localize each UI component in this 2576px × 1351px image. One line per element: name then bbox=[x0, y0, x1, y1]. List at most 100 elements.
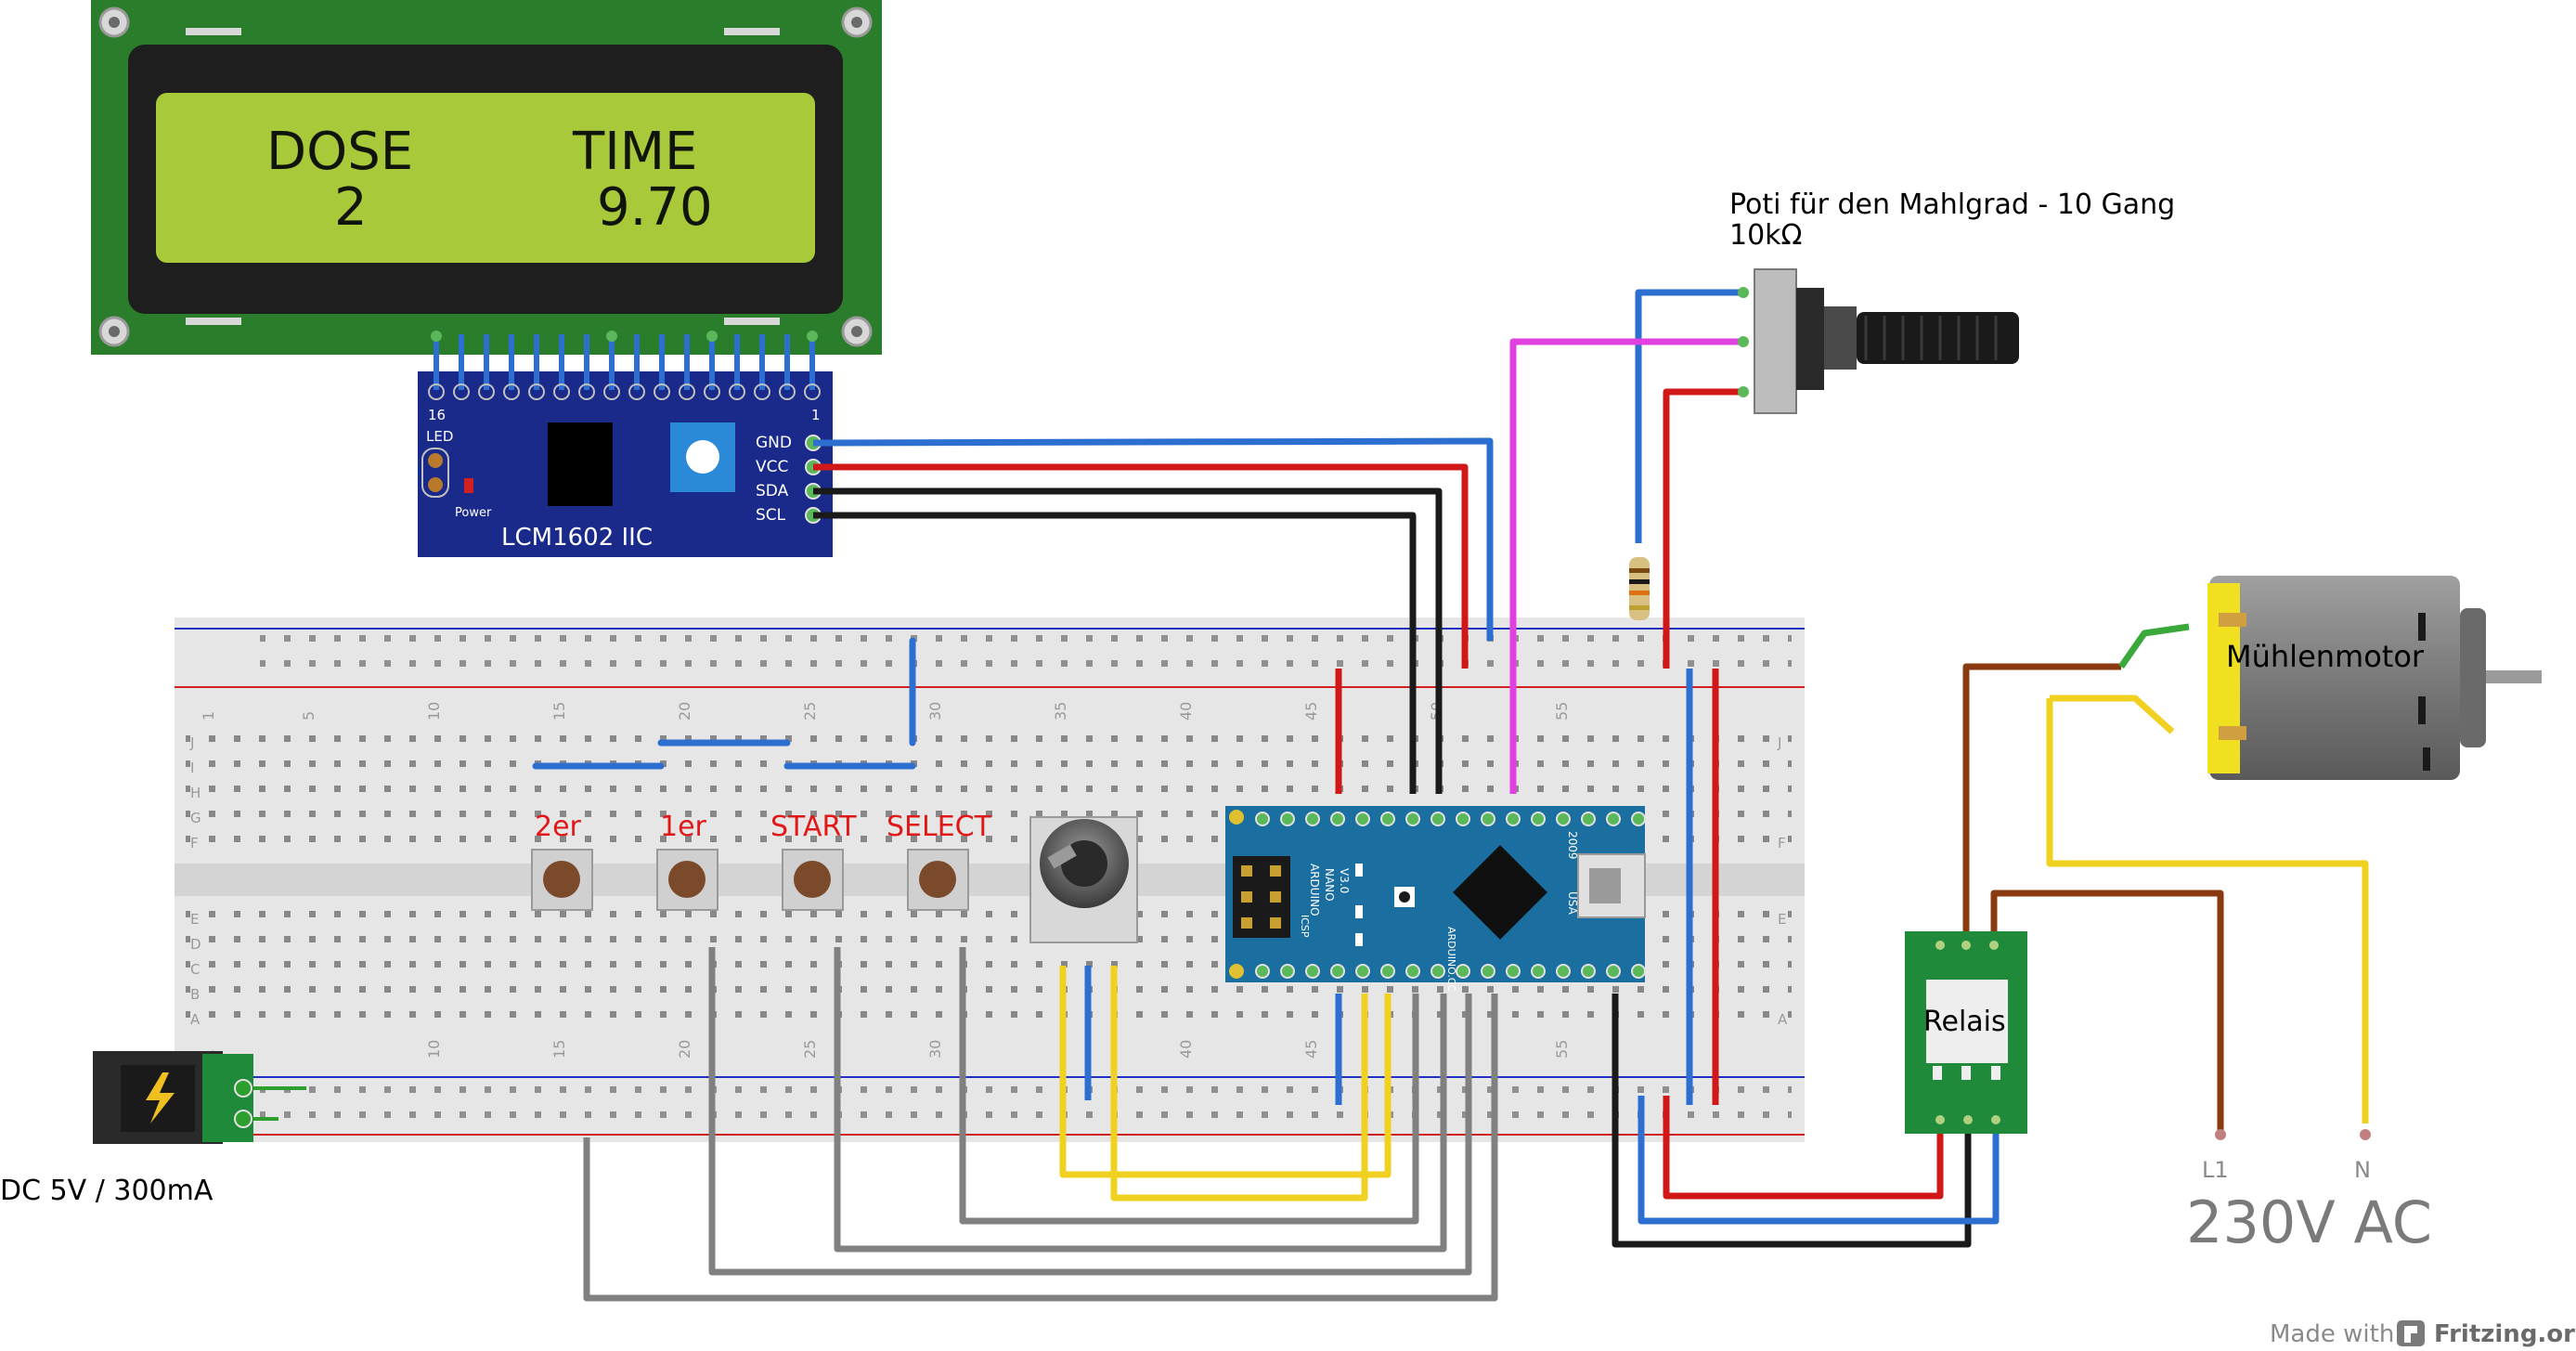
nano-board bbox=[1225, 806, 1645, 982]
col-number: 55 bbox=[1553, 702, 1571, 721]
nano-name: ARDUINO bbox=[1308, 864, 1321, 916]
nano-usa-label: USA bbox=[1566, 891, 1579, 916]
pin-1-label: 1 bbox=[811, 407, 821, 423]
button-start-label: START bbox=[770, 811, 857, 843]
row-letter: D bbox=[190, 936, 201, 953]
button-select[interactable] bbox=[907, 849, 969, 911]
wire-mains-n bbox=[2046, 698, 2369, 1124]
lcd-display: DOSE TIME 2 9.70 bbox=[91, 0, 882, 355]
row-letter: J bbox=[189, 734, 194, 751]
row-letter: F bbox=[1778, 835, 1786, 851]
wire-button-select bbox=[959, 947, 1419, 1225]
wire-relay-gnd bbox=[1612, 994, 1972, 1248]
wire-sda bbox=[813, 487, 1443, 794]
wire-button-2er bbox=[583, 994, 1498, 1302]
row-letter: B bbox=[190, 986, 200, 1003]
arduino-nano: ICSP ARDUINO NANO V3.0 USA 2009 ARDUINO.… bbox=[1225, 806, 1646, 993]
pin-sda-label: SDA bbox=[756, 482, 789, 500]
wire-mains-l1 bbox=[1990, 890, 2224, 1137]
wire-scl bbox=[813, 512, 1417, 794]
pin-gnd-label: GND bbox=[756, 434, 792, 452]
col-number: 30 bbox=[926, 1040, 944, 1059]
nano-pins bbox=[1255, 812, 1646, 979]
wire-motor-yellow bbox=[2050, 695, 2175, 734]
wire-motor-green bbox=[2118, 623, 2190, 669]
col-number: 10 bbox=[425, 1040, 443, 1059]
nano-year-label: 2009 bbox=[1566, 831, 1579, 860]
row-letter: E bbox=[190, 911, 199, 928]
nano-icsp-label: ICSP bbox=[1299, 915, 1311, 938]
lcd-screen bbox=[156, 93, 815, 263]
breadboard: 1 5 10 15 20 25 30 35 40 45 50 55 1 10 1… bbox=[175, 617, 1805, 1142]
row-letter: A bbox=[190, 1011, 201, 1028]
wire-gnd bbox=[812, 437, 1494, 641]
nano-site-label: ARDUINO.CC bbox=[1445, 927, 1457, 993]
nano-version: V3.0 bbox=[1338, 868, 1351, 893]
row-letter: E bbox=[1778, 911, 1786, 928]
row-letter: F bbox=[190, 835, 199, 851]
wire-encoder-a bbox=[1059, 966, 1392, 1178]
relay-label: Relais bbox=[1923, 1006, 2006, 1038]
wire-vcc bbox=[813, 463, 1469, 669]
lcd-header-pins bbox=[434, 334, 815, 390]
mains-l1-label: L1 bbox=[2202, 1157, 2229, 1183]
wire-poti-gnd bbox=[1635, 289, 1741, 543]
button-1er-label: 1er bbox=[660, 811, 707, 843]
lcd-line1-left: DOSE bbox=[266, 122, 413, 182]
wires bbox=[583, 289, 2369, 1302]
col-number: 5 bbox=[300, 711, 317, 721]
breadboard-column-numbers: 1 5 10 15 20 25 30 35 40 45 50 55 1 10 1… bbox=[200, 702, 1571, 1059]
button-1er[interactable] bbox=[656, 849, 718, 911]
relay: Relais bbox=[1905, 931, 2027, 1134]
poti-label: Poti für den Mahlgrad - 10 Gang bbox=[1729, 188, 2175, 221]
row-letter: H bbox=[190, 785, 201, 801]
rotary-encoder[interactable] bbox=[1029, 816, 1138, 943]
potentiometer[interactable] bbox=[1738, 268, 2019, 414]
i2c-backpack: 16 1 LED Power GND VCC SDA SCL LCM1602 I… bbox=[418, 331, 833, 557]
i2c-chip bbox=[548, 422, 613, 506]
dc-power-jack bbox=[93, 1051, 306, 1144]
row-letter: A bbox=[1778, 1011, 1788, 1028]
col-number: 1 bbox=[200, 711, 217, 721]
col-number: 30 bbox=[926, 702, 944, 721]
motor: Mühlenmotor bbox=[2207, 576, 2542, 780]
lcd-line2-left: 2 bbox=[334, 177, 368, 238]
i2c-board bbox=[418, 371, 833, 557]
col-number: 40 bbox=[1177, 1040, 1195, 1059]
wire-button-1er bbox=[708, 947, 1472, 1276]
button-2er-label: 2er bbox=[535, 811, 582, 843]
row-letter: C bbox=[190, 961, 200, 978]
power-supply-label: DC 5V / 300mA bbox=[0, 1175, 214, 1207]
lcd-line2-right: 9.70 bbox=[597, 177, 713, 238]
power-label: Power bbox=[455, 506, 492, 520]
wire-relay-signal bbox=[1638, 1096, 2000, 1225]
row-letter: G bbox=[190, 810, 201, 826]
wire-poti-vcc bbox=[1663, 388, 1741, 669]
col-number: 45 bbox=[1302, 1040, 1320, 1059]
button-select-label: SELECT bbox=[887, 811, 992, 843]
lcd-line1-right: TIME bbox=[572, 122, 697, 182]
i2c-board-label: LCM1602 IIC bbox=[501, 524, 653, 552]
col-number: 45 bbox=[1302, 702, 1320, 721]
wire-relay-vcc bbox=[1663, 1096, 1944, 1200]
button-start[interactable] bbox=[782, 849, 844, 911]
breadboard-jumpers bbox=[532, 637, 916, 770]
col-number: 10 bbox=[425, 702, 443, 721]
lightning-icon bbox=[146, 1072, 175, 1124]
wire-motor-brown bbox=[1962, 663, 2121, 942]
col-number: 15 bbox=[550, 1040, 568, 1059]
motor-body bbox=[2209, 576, 2460, 780]
buttons: 2er 1er START SELECT bbox=[531, 811, 992, 911]
col-number: 20 bbox=[676, 1040, 693, 1059]
relay-housing bbox=[1926, 980, 2008, 1063]
mains-n-label: N bbox=[2354, 1157, 2371, 1183]
col-number: 55 bbox=[1553, 1040, 1571, 1059]
wire-button-start bbox=[834, 947, 1447, 1253]
col-number: 20 bbox=[676, 702, 693, 721]
motor-label: Mühlenmotor bbox=[2226, 639, 2425, 674]
button-2er[interactable] bbox=[531, 849, 593, 911]
col-number: 25 bbox=[801, 702, 819, 721]
poti-value-label: 10kΩ bbox=[1729, 219, 1802, 252]
wire-poti-wiper bbox=[1509, 338, 1741, 794]
